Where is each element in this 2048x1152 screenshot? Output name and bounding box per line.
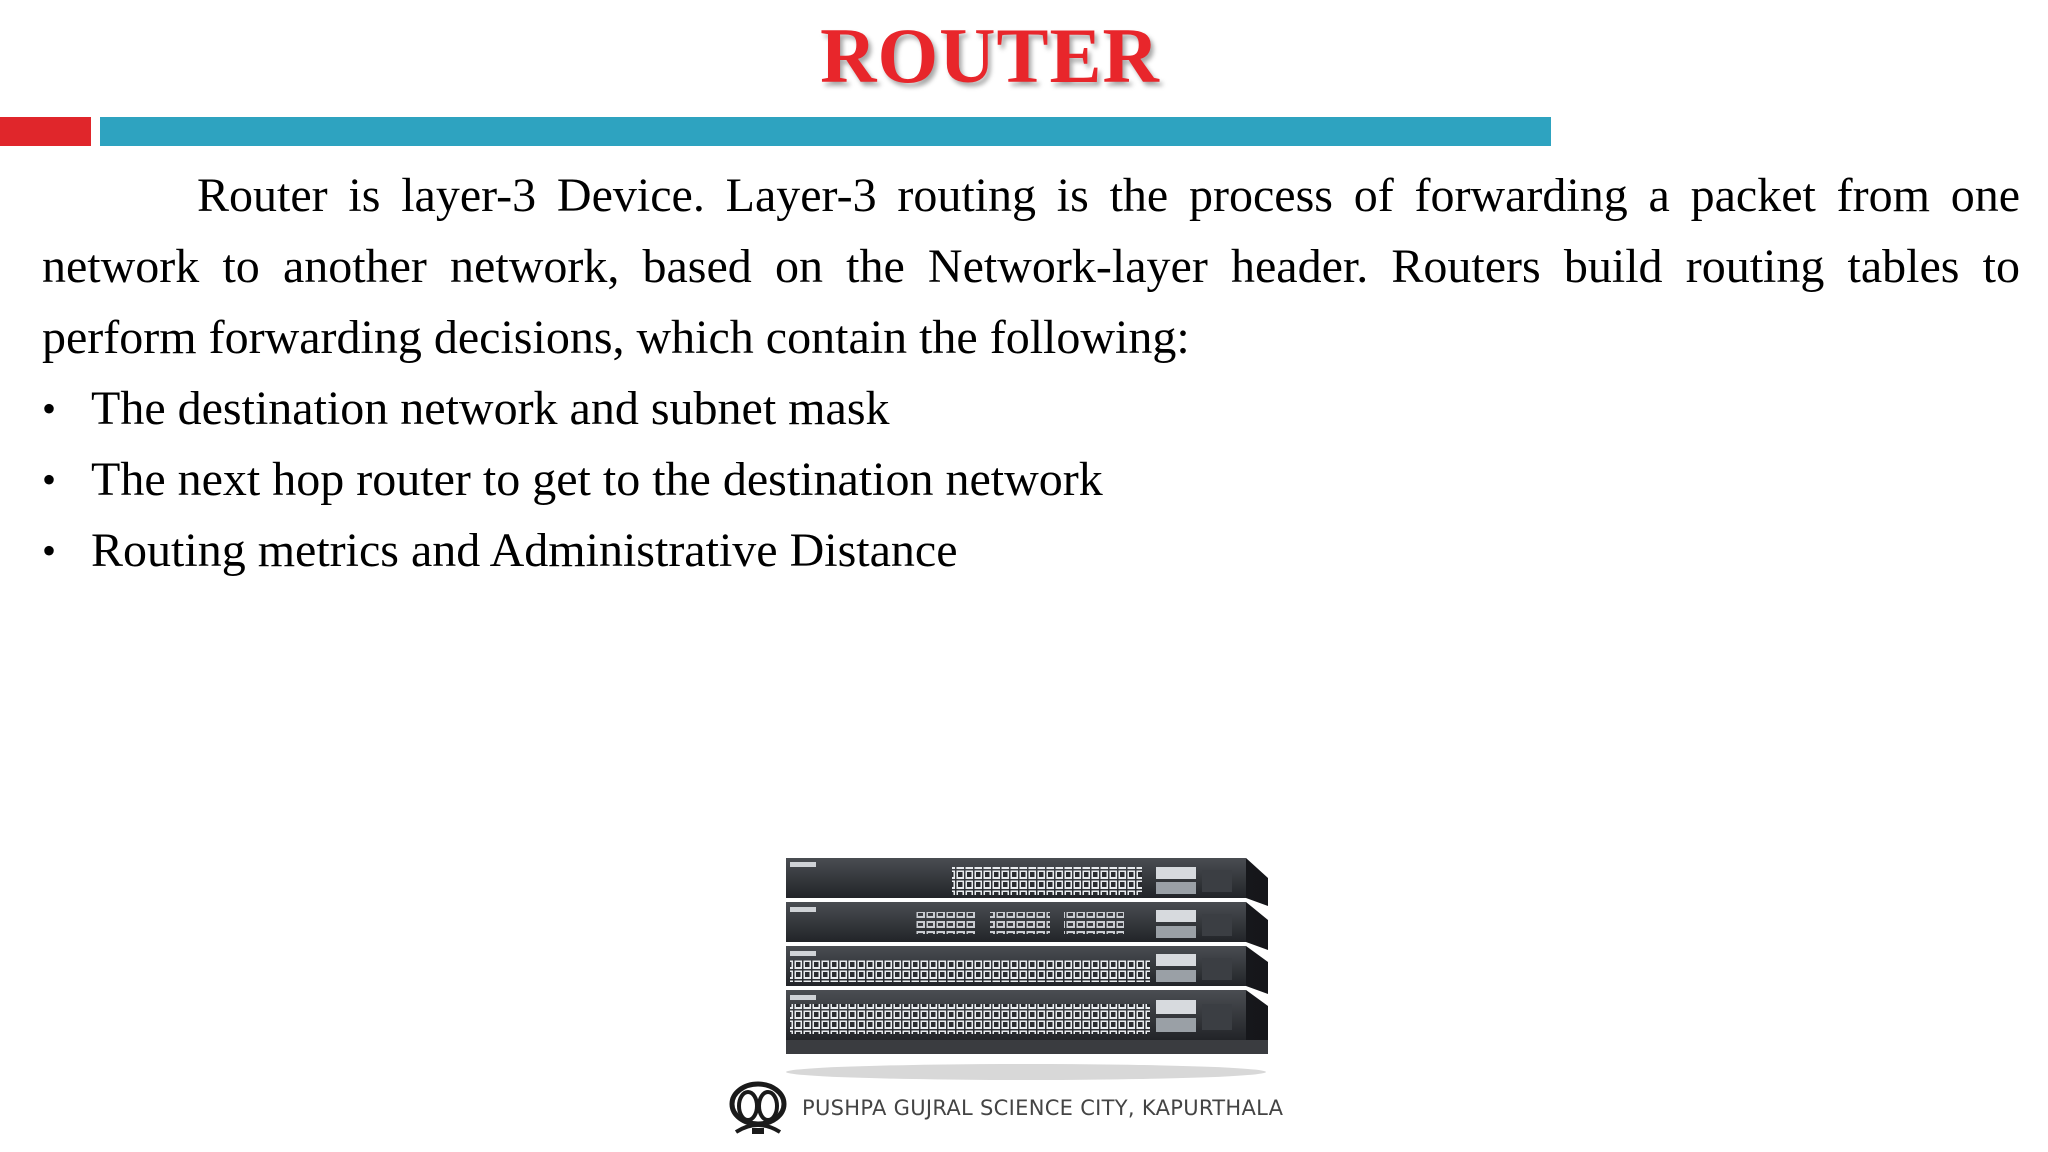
footer-organization-name: PUSHPA GUJRAL SCIENCE CITY, KAPURTHALA xyxy=(802,1096,1284,1120)
bullet-icon: • xyxy=(42,457,57,502)
bullet-list: • The destination network and subnet mas… xyxy=(42,373,2020,586)
science-city-logo-icon xyxy=(729,1081,787,1134)
intro-paragraph: Router is layer-3 Device. Layer-3 routin… xyxy=(42,169,2020,364)
bullet-text: The next hop router to get to the destin… xyxy=(91,453,1103,506)
bullet-text: The destination network and subnet mask xyxy=(91,382,890,435)
bullet-text: Routing metrics and Administrative Dista… xyxy=(91,524,958,577)
accent-bar-teal xyxy=(100,117,1551,146)
bullet-item: • The next hop router to get to the dest… xyxy=(42,444,2020,515)
accent-bar-red xyxy=(0,117,91,146)
bullet-item: • Routing metrics and Administrative Dis… xyxy=(42,515,2020,586)
network-switch-stack-image xyxy=(786,858,1268,1080)
bullet-icon: • xyxy=(42,528,57,573)
footer: PUSHPA GUJRAL SCIENCE CITY, KAPURTHALA xyxy=(726,1078,1326,1144)
slide-body: Router is layer-3 Device. Layer-3 routin… xyxy=(42,160,2020,586)
bullet-icon: • xyxy=(42,386,57,431)
slide-title: ROUTER xyxy=(820,12,1160,99)
bullet-item: • The destination network and subnet mas… xyxy=(42,373,2020,444)
